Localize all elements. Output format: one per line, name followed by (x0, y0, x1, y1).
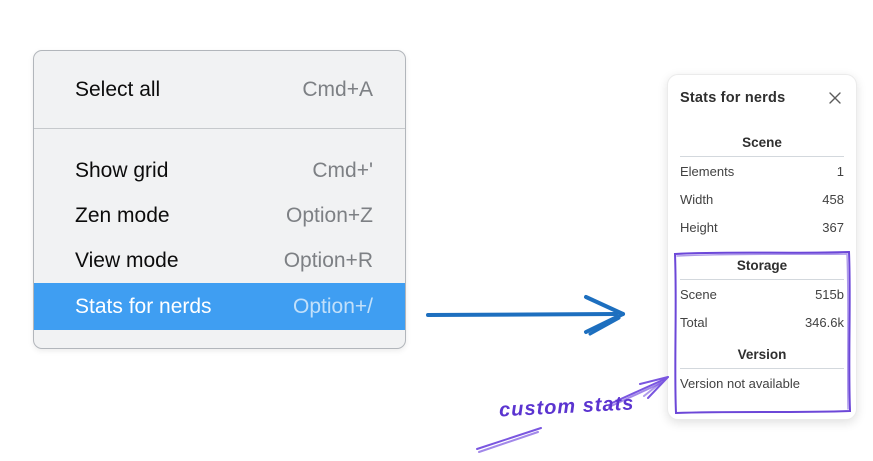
stat-label: Elements (680, 164, 735, 179)
storage-version-group: Storage Scene 515b Total 346.6k Version … (673, 250, 852, 415)
stat-row-width: Width 458 (680, 186, 844, 214)
stat-row-elements: Elements 1 (680, 158, 844, 186)
menu-group: Show grid Cmd+' Zen mode Option+Z View m… (34, 129, 405, 330)
menu-item-shortcut: Option+/ (293, 294, 373, 318)
stats-panel-header: Stats for nerds (680, 87, 844, 109)
stat-label: Height (680, 220, 718, 235)
stat-label: Width (680, 192, 714, 207)
menu-item-view-mode[interactable]: View mode Option+R (34, 238, 405, 283)
menu-item-shortcut: Cmd+' (312, 158, 373, 182)
section-header-version: Version (737, 347, 787, 362)
stat-value: 346.6k (804, 315, 844, 330)
stat-label: Scene (680, 287, 717, 302)
menu-item-shortcut: Option+R (283, 248, 373, 272)
menu-item-label: Select all (75, 77, 161, 101)
panel-title: Stats for nerds (680, 90, 786, 106)
context-menu: Select all Cmd+A Show grid Cmd+' Zen mod… (33, 50, 406, 349)
menu-item-label: Zen mode (75, 203, 170, 227)
menu-item-label: Stats for nerds (75, 294, 212, 318)
stat-row-scene-storage: Scene 515b (680, 281, 844, 309)
menu-item-shortcut: Cmd+A (302, 77, 373, 101)
stat-row-height: Height 367 (680, 214, 844, 242)
stat-value: 1 (836, 164, 844, 179)
menu-item-label: View mode (75, 248, 179, 272)
close-icon (829, 92, 841, 104)
menu-item-zen-mode[interactable]: Zen mode Option+Z (34, 193, 405, 238)
section-header-storage: Storage (736, 258, 788, 273)
menu-divider (34, 128, 405, 129)
menu-item-label: Show grid (75, 158, 169, 182)
stat-label: Total (680, 315, 708, 330)
menu-item-stats-for-nerds[interactable]: Stats for nerds Option+/ (34, 283, 405, 330)
stat-value: 367 (822, 220, 844, 235)
menu-item-shortcut: Option+Z (286, 203, 373, 227)
arrow-right-icon (426, 295, 625, 336)
menu-item-select-all[interactable]: Select all Cmd+A (34, 51, 405, 128)
annotation-arrow-icon (476, 376, 669, 453)
menu-item-show-grid[interactable]: Show grid Cmd+' (34, 148, 405, 193)
stat-row-total-storage: Total 346.6k (680, 309, 844, 337)
section-divider (680, 368, 844, 369)
section-divider (680, 279, 844, 280)
section-header-scene: Scene (742, 135, 782, 150)
stat-value: 515b (815, 287, 844, 302)
version-note: Version not available (680, 376, 800, 391)
close-button[interactable] (826, 89, 844, 107)
stat-value: 458 (822, 192, 844, 207)
section-divider (680, 156, 844, 157)
stats-panel: Stats for nerds Scene Elements 1 Width 4… (667, 74, 857, 420)
